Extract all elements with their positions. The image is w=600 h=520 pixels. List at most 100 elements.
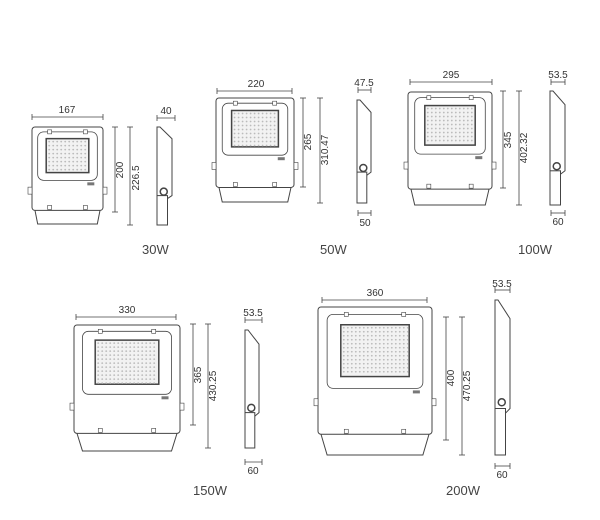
led-chip [462, 123, 465, 126]
led-chip [52, 156, 55, 159]
led-chip [265, 136, 268, 139]
led-chip [466, 107, 469, 110]
led-chip [273, 144, 276, 147]
led-chip [237, 136, 240, 139]
led-chip [241, 132, 244, 135]
led-chip [249, 112, 252, 115]
led-chip [137, 358, 140, 361]
led-chip [80, 164, 83, 167]
led-chip [253, 128, 256, 131]
led-chip [450, 127, 453, 130]
led-chip [366, 362, 369, 365]
led-chip [370, 346, 373, 349]
screw-icon [233, 100, 238, 106]
led-chip [129, 354, 132, 357]
led-chip [113, 342, 116, 345]
led-chip [362, 334, 365, 337]
led-chip [434, 131, 437, 134]
led-chip [141, 354, 144, 357]
led-chip [358, 370, 361, 373]
ip66-mark [412, 390, 420, 394]
led-chip [386, 326, 389, 329]
led-chip [257, 124, 260, 127]
led-chip [121, 350, 124, 353]
led-chip [466, 135, 469, 138]
led-chip [430, 107, 433, 110]
led-chip [434, 123, 437, 126]
led-chip [141, 342, 144, 345]
led-chip [450, 115, 453, 118]
led-chip [125, 342, 128, 345]
led-chip [97, 350, 100, 353]
led-chip [438, 115, 441, 118]
led-chip [398, 334, 401, 337]
led-chip [370, 334, 373, 337]
led-chip [394, 346, 397, 349]
led-chip [257, 136, 260, 139]
led-chip [398, 362, 401, 365]
led-chip [60, 156, 63, 159]
total-height-dim-30w: 226.5 [131, 165, 142, 190]
led-chip [426, 119, 429, 122]
led-chip [121, 346, 124, 349]
led-chip [366, 350, 369, 353]
led-chip [390, 366, 393, 369]
led-chip [153, 366, 156, 369]
led-chip [60, 168, 63, 171]
led-chip [133, 346, 136, 349]
led-chip [446, 107, 449, 110]
led-chip [358, 346, 361, 349]
led-chip [265, 120, 268, 123]
led-chip [149, 374, 152, 377]
led-chip [56, 156, 59, 159]
led-chip [438, 123, 441, 126]
led-chip [430, 111, 433, 114]
led-chip [68, 156, 71, 159]
led-chip [137, 354, 140, 357]
led-chip [458, 127, 461, 130]
led-chip [354, 362, 357, 365]
led-chip [370, 342, 373, 345]
led-chip [446, 131, 449, 134]
led-chip [442, 119, 445, 122]
led-chip [402, 354, 405, 357]
led-chip [430, 135, 433, 138]
led-chip [386, 334, 389, 337]
led-chip [374, 358, 377, 361]
led-chip [342, 362, 345, 365]
led-chip [394, 330, 397, 333]
led-chip [117, 370, 120, 373]
led-chip [249, 116, 252, 119]
led-chip [354, 346, 357, 349]
led-chip [458, 111, 461, 114]
led-chip [378, 358, 381, 361]
led-chip [446, 135, 449, 138]
led-chip [109, 378, 112, 381]
led-chip [121, 354, 124, 357]
led-chip [350, 326, 353, 329]
led-chip [52, 152, 55, 155]
led-chip [245, 136, 248, 139]
led-chip [358, 366, 361, 369]
led-chip [458, 135, 461, 138]
led-chip [394, 350, 397, 353]
led-chip [64, 148, 67, 151]
led-chip [113, 378, 116, 381]
led-chip [382, 350, 385, 353]
led-chip [68, 152, 71, 155]
led-chip [402, 362, 405, 365]
led-chip [121, 378, 124, 381]
led-chip [406, 326, 409, 329]
led-chip [105, 374, 108, 377]
led-chip [390, 330, 393, 333]
led-chip [458, 119, 461, 122]
led-chip [394, 370, 397, 373]
led-chip [141, 378, 144, 381]
screw-icon [97, 328, 103, 334]
led-chip [145, 350, 148, 353]
led-chip [109, 366, 112, 369]
led-chip [48, 156, 51, 159]
screw-icon [343, 428, 349, 434]
led-chip [442, 131, 445, 134]
led-chip [245, 128, 248, 131]
